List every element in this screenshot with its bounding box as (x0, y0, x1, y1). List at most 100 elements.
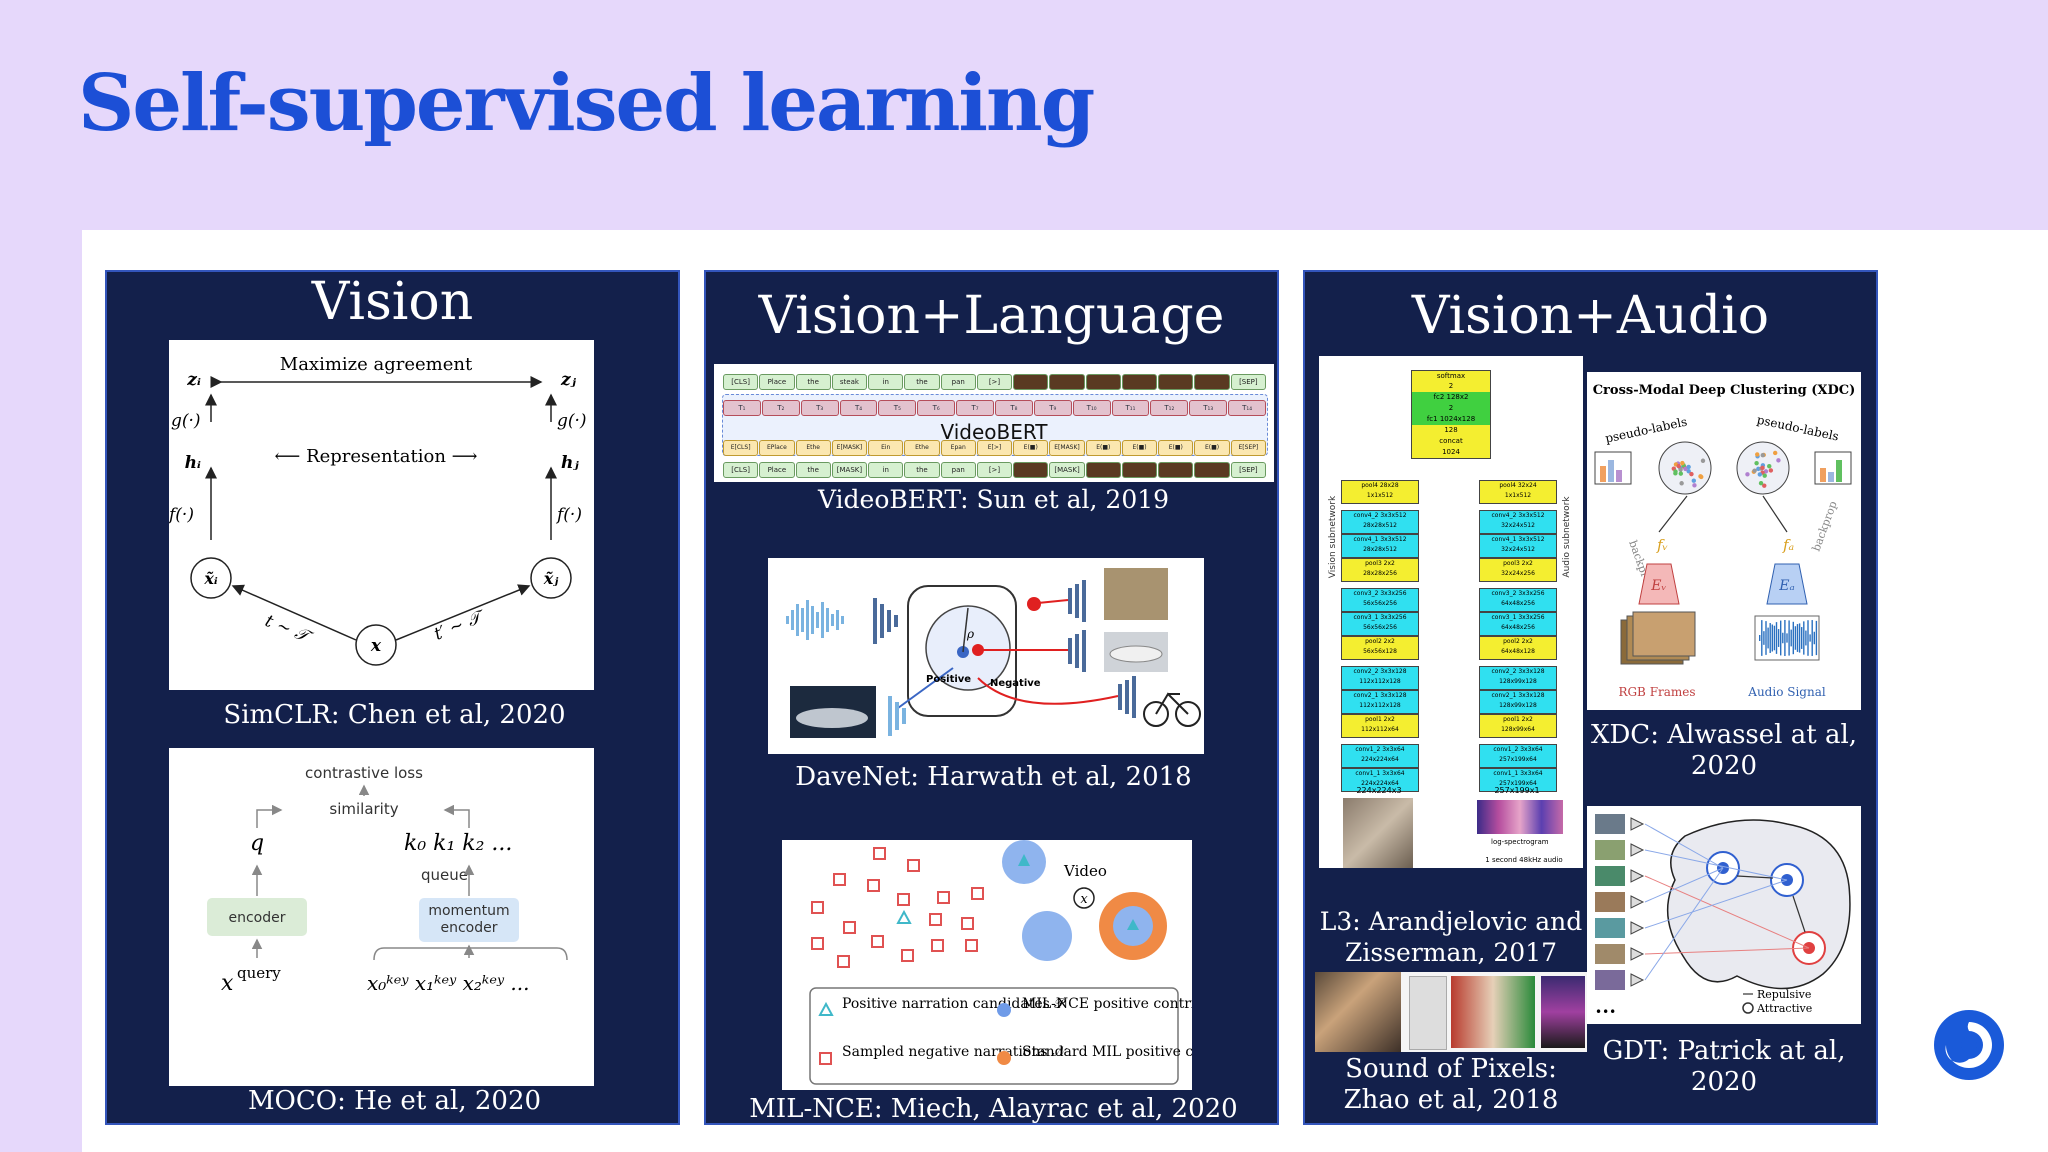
simclr-top-label: Maximize agreement (280, 354, 473, 375)
l3-layer-text: 64x48x256 (1501, 624, 1535, 631)
videobert-token: Ethe (904, 440, 940, 456)
l3-layer-text: conv1_1 3x3x64 (1355, 770, 1405, 777)
l3-layer-text: conv3_1 3x3x256 (1491, 614, 1545, 621)
l3-video-frame (1343, 798, 1413, 868)
l3-spectrogram (1477, 800, 1563, 834)
videobert-token: E[MASK] (831, 440, 868, 456)
videobert-token: EPlace (759, 440, 795, 456)
l3-layer-text: 128x99x128 (1499, 678, 1537, 685)
videobert-token (1049, 374, 1085, 390)
l3-layer-text: 28x28x512 (1363, 522, 1397, 529)
videobert-token: T₉ (1033, 400, 1072, 416)
l3-layer-text: conv3_2 3x3x256 (1353, 590, 1407, 597)
xdc-ev: Eᵥ (1650, 578, 1666, 594)
l3-layer-text: 64x48x128 (1501, 648, 1535, 655)
waveform-bar (1813, 631, 1815, 645)
xdc-figure: Cross-Modal Deep Clustering (XDC) pseudo… (1587, 372, 1861, 710)
gdt-video-thumbnail (1595, 918, 1625, 938)
l3-layer-text: conv2_1 3x3x128 (1491, 692, 1545, 699)
cluster-dot (1700, 458, 1706, 463)
waveform-bar (1798, 623, 1801, 653)
l3-layer-text: 112x112x64 (1361, 726, 1399, 733)
page-title: Self-supervised learning (78, 58, 1095, 149)
simclr-t-left: t ~ 𝒯 (262, 611, 316, 648)
gdt-repulsive-label: Repulsive (1757, 988, 1811, 1001)
gdt-encoder-icon (1630, 895, 1645, 909)
cluster-dot (1699, 474, 1704, 480)
l3-head-layer: 1024 (1411, 447, 1491, 459)
image-encoder-icons (1068, 580, 1136, 718)
cluster-dot (1745, 472, 1750, 477)
videobert-token (1013, 374, 1049, 390)
audio-waveform-icon (1759, 620, 1818, 656)
simclr-zj: zⱼ (560, 370, 577, 390)
cluster-dot (1752, 468, 1757, 473)
l3-conv-layer: conv4_2 3x3x512 28x28x512 (1341, 510, 1419, 534)
gdt-connection-line (1644, 867, 1724, 981)
xdc-ea: Eₐ (1778, 578, 1794, 594)
waveform-bar (1790, 629, 1792, 647)
gdt-encoder-icon (1630, 817, 1645, 831)
waveform-bar (1780, 620, 1782, 656)
waveform-bar (1775, 622, 1778, 654)
negative-narration-square (961, 917, 974, 930)
gdt-video-thumbnail (1595, 944, 1625, 964)
videobert-token: E(■) (1194, 440, 1230, 456)
videobert-token: the (904, 462, 940, 478)
negative-narrations (811, 847, 984, 968)
cluster-dot (1762, 473, 1767, 478)
videobert-token (1158, 462, 1194, 478)
cluster-dot (1673, 471, 1678, 476)
xdc-caption: XDC: Alwassel at al, 2020 (1590, 720, 1858, 781)
gdt-video-thumbnail (1595, 866, 1625, 886)
videobert-token: in (868, 462, 904, 478)
l3-layer-text: 257x199x64 (1499, 780, 1537, 787)
gdt-encoder-icon (1630, 973, 1645, 987)
waveform-bar (1765, 621, 1767, 655)
videobert-token: pan (940, 462, 976, 478)
videobert-token: T₁₁ (1111, 400, 1150, 416)
simclr-g-left: g(·) (171, 411, 201, 431)
l3-layer-text: conv2_1 3x3x128 (1353, 692, 1407, 699)
videobert-token: in (868, 374, 904, 390)
l3-layer-text: 32x24x512 (1501, 546, 1535, 553)
videobert-token: [SEP] (1230, 462, 1266, 478)
cluster-dot (1760, 465, 1765, 471)
simclr-representation-label: ⟵ Representation ⟶ (275, 446, 478, 467)
videobert-token: [SEP] (1230, 374, 1266, 390)
xdc-audio-label: Audio Signal (1747, 685, 1826, 699)
negative-narration-square (873, 847, 886, 860)
xdc-diagram: Cross-Modal Deep Clustering (XDC) pseudo… (1593, 383, 1856, 699)
milnce-legend-4: Standard MIL positive contribution (1022, 1044, 1192, 1060)
l3-conv-layer: conv1_1 3x3x64 224x224x64 (1341, 768, 1419, 792)
l3-layer-text: 28x28x512 (1363, 546, 1397, 553)
moco-x-query: x (221, 971, 234, 996)
milnce-diagram: Video x Positive narration candidates 𝒫 … (809, 840, 1192, 1085)
negative-narration-square (837, 955, 850, 968)
moco-similarity-label: similarity (329, 800, 398, 818)
gdt-video-thumbnail (1595, 814, 1625, 834)
waveform-bar (1759, 635, 1761, 641)
videobert-token: Place (759, 374, 795, 390)
l3-layer-text: 224x224x64 (1361, 780, 1399, 787)
xdc-rgb-label: RGB Frames (1618, 685, 1695, 699)
l3-layer-text: pool2 2x2 (1365, 638, 1395, 645)
moco-queue-label: queue (421, 866, 468, 884)
gdt-encoder-icon (1630, 947, 1645, 961)
negative-narration-square (811, 937, 824, 950)
l3-layer-text: conv4_2 3x3x512 (1353, 512, 1407, 519)
l3-layer-text: conv4_1 3x3x512 (1353, 536, 1407, 543)
waveform-bar (1803, 621, 1805, 655)
waveform-bar (1792, 621, 1794, 655)
milnce-caption: MIL-NCE: Miech, Alayrac et al, 2020 (749, 1094, 1238, 1124)
